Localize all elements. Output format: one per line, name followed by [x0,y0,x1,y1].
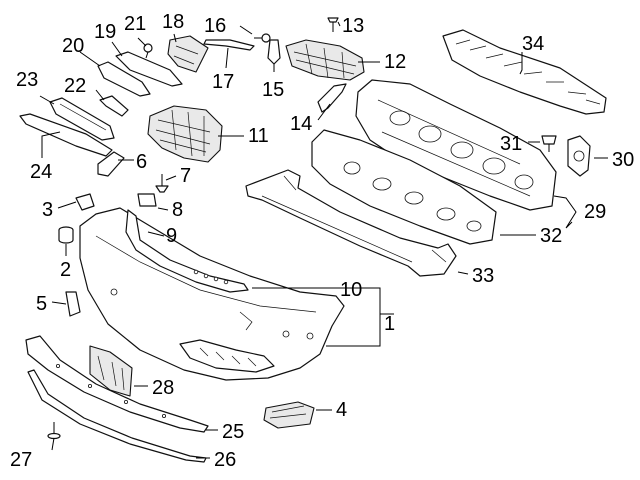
callout-29: 29 [584,201,606,223]
part-9-trim-strip [125,209,249,293]
callout-31: 31 [500,133,522,155]
callout-24: 24 [30,161,52,183]
callout-30: 30 [612,149,634,171]
part-20-grille-trim [97,61,151,97]
part-25-lower-spoiler [25,335,209,433]
callout-14: 14 [290,113,312,135]
part-32-lower-absorber [311,129,497,245]
part-6-bracket [97,151,125,177]
part-23-trim [49,97,115,141]
part-19-grille-trim [115,51,183,87]
part-14-bracket [317,83,347,113]
part-21-clip [143,43,153,59]
part-4-label [263,401,315,429]
callout-6: 6 [136,151,147,173]
part-1-bumper-cover [79,207,345,381]
part-13-screw [327,17,339,32]
part-24-trim [19,113,113,157]
part-33-reinforcement-beam [245,169,457,277]
callout-9: 9 [166,225,177,247]
callout-10: 10 [340,279,362,301]
part-7-bolt [155,174,169,193]
callout-20: 20 [62,35,84,57]
callout-18: 18 [162,11,184,33]
callout-labels: 1 2 3 4 5 6 7 8 9 10 11 12 13 14 15 16 1… [10,11,634,471]
leader-lines [39,21,608,459]
callout-2: 2 [60,259,71,281]
callout-33: 33 [472,265,494,287]
callout-15: 15 [262,79,284,101]
callout-1: 1 [384,313,395,335]
part-27-fastener [47,422,61,440]
part-11-grille-housing [147,105,223,163]
part-15-clip [267,39,281,65]
part-28-plate-holder [89,345,133,397]
part-16-bolt [254,33,271,43]
part-31-bolt [541,135,557,152]
part-5-plate [65,291,81,317]
callout-3: 3 [42,199,53,221]
part-22-bracket [99,95,129,117]
part-29-energy-absorber [355,79,557,211]
part-30-cover-plate [567,135,591,177]
callout-13: 13 [342,15,364,37]
callout-23: 23 [16,69,38,91]
callout-25: 25 [222,421,244,443]
callout-8: 8 [172,199,183,221]
part-3-clip [75,193,95,211]
callout-16: 16 [204,15,226,37]
callout-34: 34 [522,33,544,55]
part-17-strip [203,39,255,51]
part-18-bracket [167,35,209,73]
callout-19: 19 [94,21,116,43]
callout-17: 17 [212,71,234,93]
callout-4: 4 [336,399,347,421]
callout-28: 28 [152,377,174,399]
callout-22: 22 [64,75,86,97]
callout-21: 21 [124,13,146,35]
callout-5: 5 [36,293,47,315]
part-8-pad [137,193,157,207]
part-34-bracket [442,29,607,115]
callout-12: 12 [384,51,406,73]
callout-7: 7 [180,165,191,187]
callout-11: 11 [248,125,269,147]
callout-26: 26 [214,449,236,471]
callout-27: 27 [10,449,32,471]
part-12-side-grille [285,39,365,81]
callout-32: 32 [540,225,562,247]
part-2-cylinder [58,226,74,244]
